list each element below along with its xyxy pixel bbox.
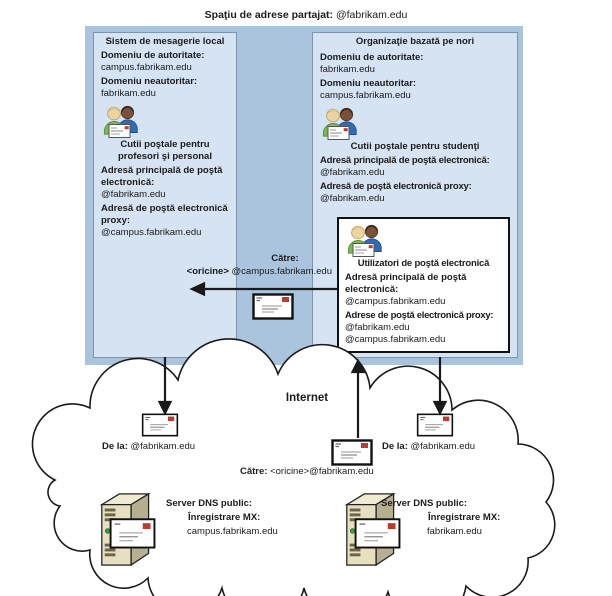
title-value: @fabrikam.edu — [333, 9, 408, 21]
envelope-icon — [252, 293, 294, 320]
from-right-line: De la: @fabrikam.edu — [382, 441, 475, 453]
dns-server-icon — [94, 487, 172, 571]
from-left-line: De la: @fabrikam.edu — [102, 441, 195, 453]
left-nonauth-domain-value: fabrikam.edu — [101, 87, 156, 99]
to-center-value: <oricine>@fabrikam.edu — [267, 466, 374, 477]
from-left-label: De la: — [102, 441, 128, 452]
from-right-value: @fabrikam.edu — [407, 441, 476, 452]
inner-primary-address-value: @campus.fabrikam.edu — [345, 295, 446, 307]
left-proxy-address-value: @campus.fabrikam.edu — [101, 226, 202, 238]
left-primary-address-value: @fabrikam.edu — [101, 188, 166, 200]
right-proxy-address-label: Adresă de poştă electronică proxy: — [320, 180, 472, 192]
server-left-title: Server DNS public: — [166, 498, 253, 509]
right-nonauth-domain-value: campus.fabrikam.edu — [320, 89, 411, 101]
server-left-mx-value: campus.fabrikam.edu — [187, 526, 278, 537]
email-users-caption: Utilizatori de poştă electronică — [357, 258, 490, 269]
left-proxy-address-label: Adresă de poştă electronică proxy: — [101, 202, 228, 226]
server-left-mx-label: Înregistrare MX: — [188, 512, 261, 523]
left-auth-domain-value: campus.fabrikam.edu — [101, 61, 192, 73]
email-users-box: Utilizatori de poştă electronică Adresă … — [337, 217, 510, 353]
right-auth-domain-label: Domeniu de autoritate: — [320, 51, 424, 63]
inner-proxy-address-label: Adrese de poştă electronică proxy: — [345, 309, 494, 321]
route-recipient-domain: @campus.fabrikam.edu — [228, 266, 332, 277]
left-auth-domain-label: Domeniu de autoritate: — [101, 49, 205, 61]
route-recipient: <oricine> @campus.fabrikam.edu — [140, 266, 332, 278]
envelope-icon — [416, 413, 454, 437]
server-right-title: Server DNS public: — [381, 498, 468, 509]
local-messaging-system-box: Sistem de mesagerie local Domeniu de aut… — [93, 32, 237, 358]
to-center-line: Către: <oricine>@fabrikam.edu — [240, 466, 374, 478]
server-right-mx-value: fabrikam.edu — [427, 526, 482, 537]
arrow-inbound-center-head — [350, 358, 366, 374]
server-right-mx-label: Înregistrare MX: — [428, 512, 501, 523]
right-mailboxes-caption: Cutii poştale pentru studenţi — [350, 140, 480, 152]
inner-proxy-address-value-1: @fabrikam.edu — [345, 321, 410, 333]
route-to-label: Către: — [271, 253, 299, 264]
title-label: Spaţiu de adrese partajat: — [204, 9, 334, 21]
right-nonauth-domain-label: Domeniu neautoritar: — [320, 77, 417, 89]
arrow-outbound-right-head — [432, 400, 448, 416]
envelope-icon — [331, 439, 373, 466]
right-proxy-address-value: @fabrikam.edu — [320, 192, 385, 204]
from-left-value: @fabrikam.edu — [127, 441, 196, 452]
arrow-to-campus-route-head — [189, 281, 206, 297]
left-primary-address-label: Adresă principală de poştă electronică: — [101, 164, 223, 188]
inner-proxy-address-value-2: @campus.fabrikam.edu — [345, 333, 446, 345]
envelope-icon — [141, 413, 179, 437]
right-box-title: Organizaţie bazată pe nori — [355, 36, 475, 47]
page-title: Spaţiu de adrese partajat: @fabrikam.edu — [0, 9, 612, 21]
right-primary-address-value: @fabrikam.edu — [320, 166, 385, 178]
from-right-label: De la: — [382, 441, 408, 452]
to-center-label: Către: — [240, 466, 268, 477]
internet-label: Internet — [285, 392, 329, 404]
right-auth-domain-value: fabrikam.edu — [320, 63, 375, 75]
right-primary-address-label: Adresă principală de poştă electronică: — [320, 154, 490, 166]
left-mailboxes-caption: Cutii poştale pentru profesori şi person… — [118, 138, 212, 162]
inner-primary-address-label: Adresă principală de poştă electronică: — [345, 271, 467, 295]
route-recipient-anyone: <oricine> — [186, 266, 229, 277]
left-box-title: Sistem de mesagerie local — [105, 36, 225, 47]
arrow-outbound-left-head — [157, 400, 173, 416]
left-nonauth-domain-label: Domeniu neautoritar: — [101, 75, 198, 87]
